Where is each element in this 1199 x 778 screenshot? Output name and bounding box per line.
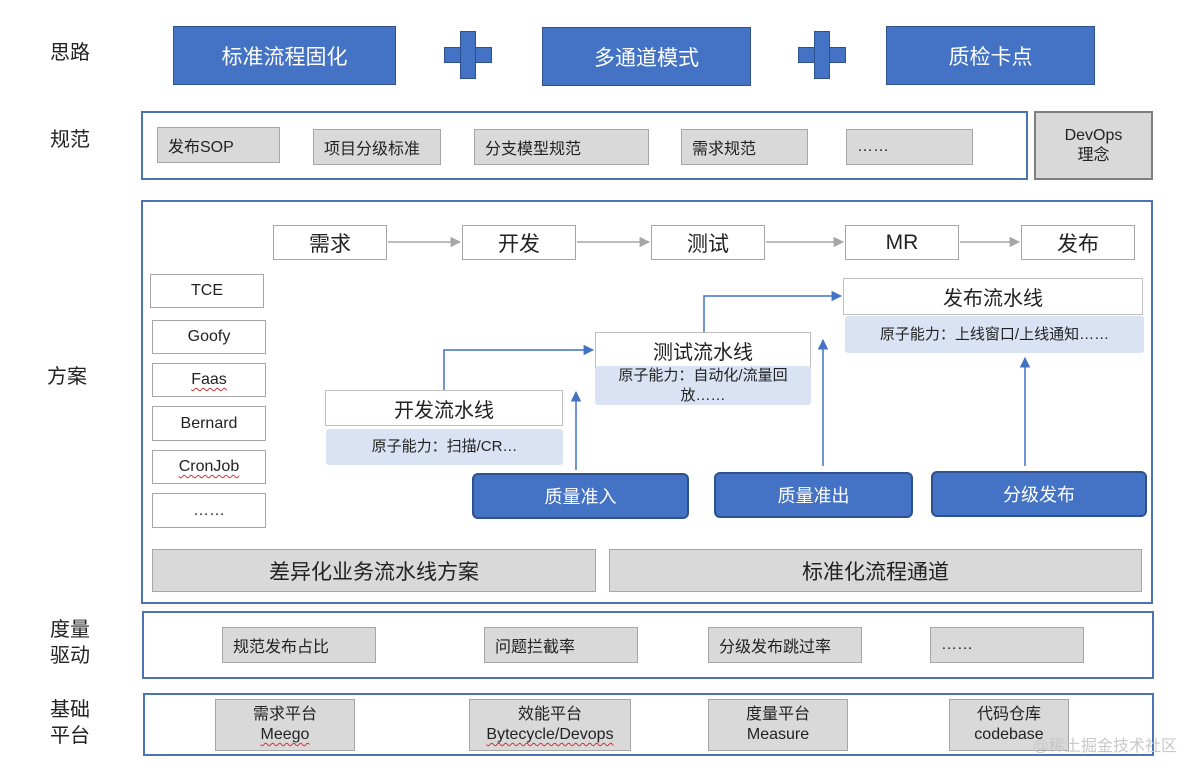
- stage-release: 发布: [1021, 225, 1135, 260]
- plus-icon: [798, 31, 846, 79]
- row-label-metrics: 度量 驱动: [50, 619, 90, 667]
- norm-item-more: ……: [846, 129, 973, 165]
- metric-issue-interception-rate: 问题拦截率: [484, 627, 638, 663]
- dev-to-test-arrow: [443, 344, 595, 390]
- quality-gate-out-button: 质量准出: [714, 472, 913, 518]
- platform-code-repo: 代码仓库 codebase: [949, 699, 1069, 751]
- dev-pipeline-note: 原子能力：扫描/CR…: [326, 429, 563, 465]
- tool-goofy: Goofy: [152, 320, 266, 354]
- norm-item-branch-model: 分支模型规范: [474, 129, 649, 165]
- platform-requirement: 需求平台 Meego: [215, 699, 355, 751]
- thinking-box-quality-gate: 质检卡点: [886, 26, 1095, 85]
- platform-code-repo-name: 代码仓库: [976, 706, 1041, 723]
- test-pipeline-note: 原子能力：自动化/流量回 放……: [595, 366, 811, 405]
- platform-requirement-sub: Meego: [260, 726, 310, 743]
- devops-concept-box: DevOps 理念: [1034, 111, 1153, 180]
- row-label-base: 基础 平台: [50, 699, 90, 747]
- differentiated-pipeline-bar: 差异化业务流水线方案: [152, 549, 596, 592]
- tool-cronjob: CronJob: [152, 450, 266, 484]
- platform-requirement-name: 需求平台: [252, 706, 317, 723]
- metric-graded-skip-rate: 分级发布跳过率: [708, 627, 862, 663]
- quality-gate-in-button: 质量准入: [472, 473, 689, 519]
- tool-tce: TCE: [150, 274, 264, 308]
- metric-more: ……: [930, 627, 1084, 663]
- stage-mr: MR: [845, 225, 959, 260]
- tool-more: ……: [152, 493, 266, 528]
- watermark: @稀土掘金技术社区: [1032, 738, 1177, 755]
- test-to-release-arrow: [703, 290, 843, 332]
- standard-process-channel-bar: 标准化流程通道: [609, 549, 1142, 592]
- norm-item-project-grading: 项目分级标准: [313, 129, 441, 165]
- thinking-box-multichannel: 多通道模式: [542, 27, 751, 86]
- platform-efficiency: 效能平台 Bytecycle/Devops: [469, 699, 631, 751]
- plus-icon: [444, 31, 492, 79]
- stage-development: 开发: [462, 225, 576, 260]
- tool-bernard: Bernard: [152, 406, 266, 441]
- release-pipeline-note: 原子能力：上线窗口/上线通知……: [845, 316, 1144, 353]
- thinking-box-standard-process: 标准流程固化: [173, 26, 396, 85]
- platform-code-repo-sub: codebase: [974, 726, 1044, 743]
- release-pipeline-box: 发布流水线: [843, 278, 1143, 315]
- stage-requirement: 需求: [273, 225, 387, 260]
- platform-measure-sub: Measure: [746, 726, 810, 743]
- platform-efficiency-sub: Bytecycle/Devops: [486, 726, 614, 743]
- platform-measure: 度量平台 Measure: [708, 699, 848, 751]
- dev-pipeline-box: 开发流水线: [325, 390, 563, 426]
- norm-item-requirement: 需求规范: [681, 129, 808, 165]
- row-label-thinking: 思路: [50, 42, 90, 64]
- metric-standard-release-ratio: 规范发布占比: [222, 627, 376, 663]
- stage-testing: 测试: [651, 225, 765, 260]
- row-label-norms: 规范: [50, 129, 90, 151]
- norm-item-release-sop: 发布SOP: [157, 127, 280, 163]
- row-label-solution: 方案: [47, 366, 87, 388]
- platform-measure-name: 度量平台: [745, 706, 810, 723]
- platform-efficiency-name: 效能平台: [517, 706, 582, 723]
- tool-faas: Faas: [152, 363, 266, 397]
- graded-release-button: 分级发布: [931, 471, 1147, 517]
